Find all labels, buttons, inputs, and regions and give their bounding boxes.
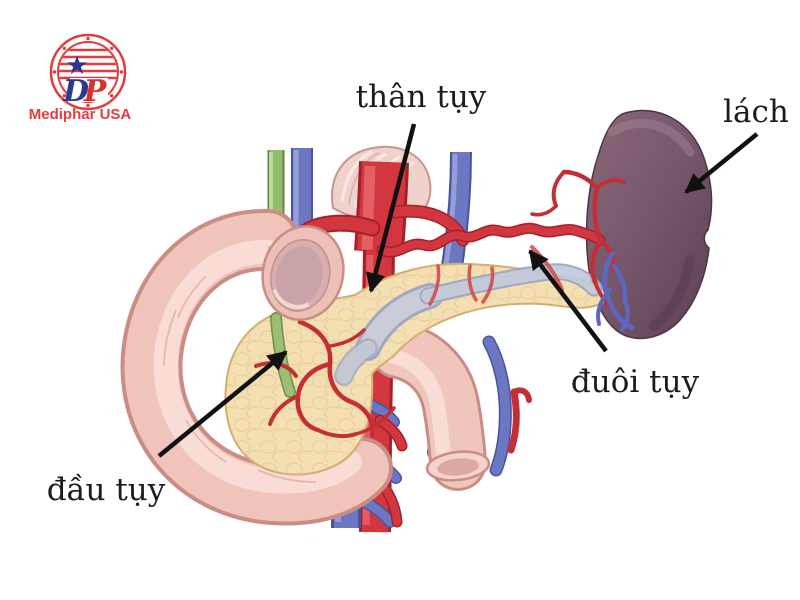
splenic-artery (376, 222, 606, 258)
label-spleen: lách (723, 94, 789, 130)
portal-vein-ascending (441, 151, 472, 268)
logo-monogram-p: P (83, 74, 108, 109)
label-pancreas-body: thân tụy (356, 79, 487, 115)
spleen-shadow (649, 255, 695, 331)
pancreatic-arteries (254, 319, 396, 439)
logo-monogram-bg (70, 78, 108, 102)
spleen-highlight (607, 119, 695, 157)
annotation-arrows (157, 123, 759, 458)
logo-monogram-d: D (62, 74, 89, 109)
portal-splenic-vein (334, 263, 603, 386)
splenic-hilum-veins (596, 251, 635, 332)
label-pancreas-tail: đuôi tụy (571, 364, 700, 400)
inferior-mesenteric-vein (482, 335, 512, 477)
arrow-to-pancreas-tail (528, 249, 608, 353)
arrow-to-pancreas-head (157, 350, 288, 458)
logo-star-icon: ★ (65, 50, 88, 80)
label-pancreas-head: đầu tụy (47, 472, 166, 508)
arrow-to-pancreas-body (365, 123, 417, 293)
duodenum (120, 209, 393, 526)
arrow-to-spleen (684, 132, 759, 194)
pancreas-lobule-texture (225, 263, 608, 475)
spleen-body (585, 109, 713, 340)
duodenum-cut-opening (261, 225, 345, 321)
mediphar-logo: ★ D P Mediphar USA (29, 33, 132, 123)
annotation-labels: thân tụy lách đuôi tụy đầu tụy (47, 79, 789, 508)
spleen (585, 109, 713, 340)
logo-ring-stars (52, 36, 124, 108)
mesenteric-artery-branch (507, 387, 532, 454)
jejunum (369, 321, 491, 491)
artery-stubs (372, 414, 408, 528)
logo-brand-text: Mediphar USA (29, 106, 132, 123)
